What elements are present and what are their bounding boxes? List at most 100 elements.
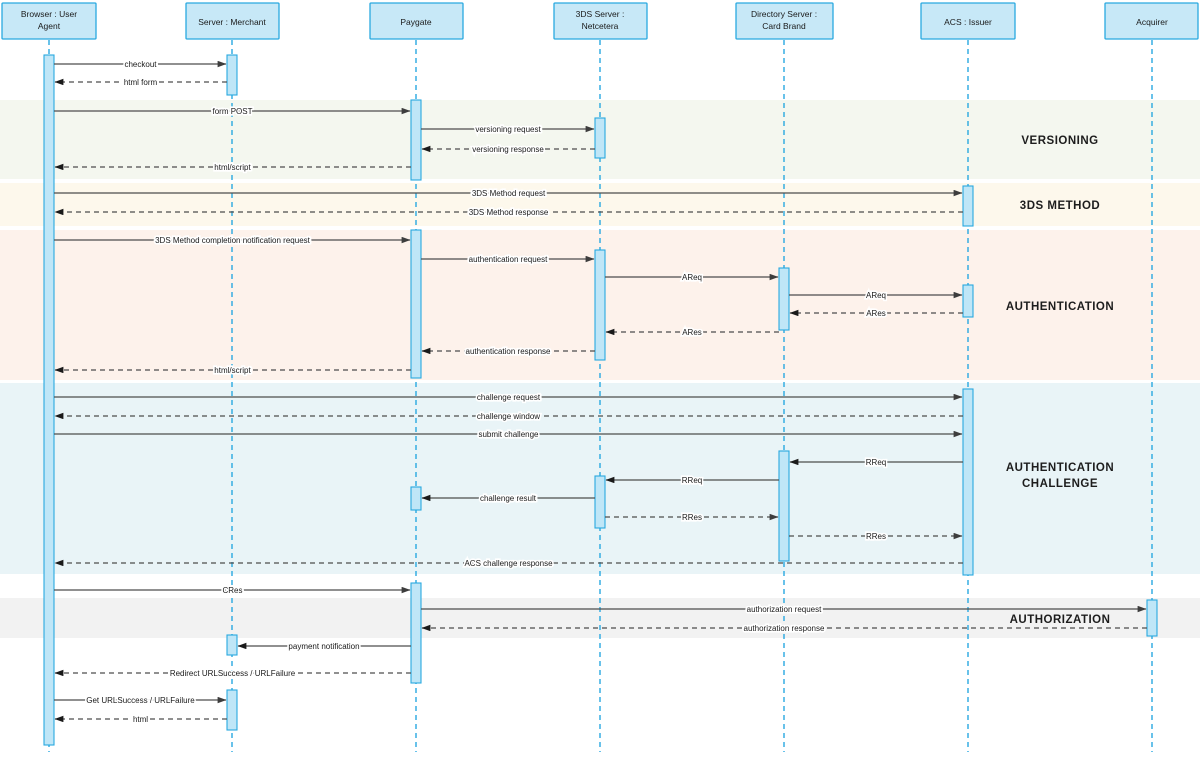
phase-label-challenge: AUTHENTICATION CHALLENGE	[1006, 462, 1114, 490]
message-label: Get URLSuccess / URLFailure	[86, 696, 195, 705]
actor-label: 3DS Server :	[576, 9, 625, 19]
phase-label-text: AUTHENTICATION	[1006, 462, 1114, 474]
activation-bar-merchant	[226, 689, 238, 731]
actor-box-rect[interactable]	[920, 2, 1016, 40]
actor-box-acs[interactable]: ACS : Issuer	[920, 2, 1016, 40]
activation-bar-merchant	[226, 634, 238, 656]
message-label: authorization response	[744, 624, 825, 633]
actor-label: ACS : Issuer	[944, 17, 992, 27]
actor-box-server3ds[interactable]: 3DS Server :Netcetera	[553, 2, 648, 40]
actor-box-dirserver[interactable]: Directory Server :Card Brand	[735, 2, 834, 40]
activation-bar-dirserver	[778, 267, 790, 331]
message-m09: 3DS Method completion notification reque…	[54, 234, 411, 247]
message-label: payment notification	[288, 642, 359, 651]
actor-box-merchant[interactable]: Server : Merchant	[185, 2, 280, 40]
phase-label-text-line2: CHALLENGE	[1022, 478, 1098, 490]
message-label: html form	[124, 78, 158, 87]
message-label-halo: ARes	[682, 328, 702, 337]
message-label-halo: html/script	[214, 366, 251, 375]
activation-bar-acs	[962, 388, 974, 576]
actor-box-rect[interactable]	[553, 2, 648, 40]
message-label: Redirect URLSuccess / URLFailure	[170, 669, 296, 678]
actor-box-rect[interactable]	[369, 2, 464, 40]
actor-box-acquirer[interactable]: Acquirer	[1104, 2, 1199, 40]
message-label: challenge result	[480, 494, 537, 503]
message-label-halo: challenge request	[477, 393, 541, 402]
message-label-halo: RReq	[866, 458, 886, 467]
message-label: authentication response	[466, 347, 552, 356]
message-label-halo: AReq	[682, 273, 702, 282]
actor-box-rect[interactable]	[185, 2, 280, 40]
message-label: ACS challenge response	[464, 559, 553, 568]
actor-box-rect[interactable]	[735, 2, 834, 40]
message-label: ARes	[866, 309, 886, 318]
phase-label-3ds-method: 3DS METHOD	[1020, 200, 1100, 212]
message-label: authentication request	[469, 255, 549, 264]
phase-label-authorization: AUTHORIZATION	[1010, 614, 1110, 626]
activation-bar-dirserver	[778, 450, 790, 562]
message-label-halo: authorization response	[744, 624, 825, 633]
actor-box-rect[interactable]	[1, 2, 97, 40]
activation-bar-server3ds	[594, 117, 606, 159]
message-label: ARes	[682, 328, 702, 337]
message-label: html/script	[214, 366, 251, 375]
message-label-halo: challenge window	[477, 412, 540, 421]
message-label-halo: ACS challenge response	[464, 559, 553, 568]
message-label-halo: payment notification	[288, 642, 359, 651]
phase-label-versioning: VERSIONING	[1021, 135, 1098, 147]
actor-box-rect[interactable]	[1104, 2, 1199, 40]
phase-label-authentication: AUTHENTICATION	[1006, 301, 1114, 313]
message-label: RReq	[682, 476, 702, 485]
message-label-halo: 3DS Method request	[472, 189, 546, 198]
actor-label: Directory Server :	[751, 9, 817, 19]
activation-bar-acs	[962, 284, 974, 318]
message-label-halo: RRes	[866, 532, 886, 541]
message-label-halo: Get URLSuccess / URLFailure	[86, 696, 195, 705]
message-label: CRes	[222, 586, 242, 595]
message-label: challenge window	[477, 412, 540, 421]
message-label: submit challenge	[478, 430, 539, 439]
message-label: AReq	[866, 291, 886, 300]
message-label-halo: versioning request	[475, 125, 541, 134]
message-label-halo: challenge result	[480, 494, 537, 503]
message-label-halo: authentication response	[466, 347, 552, 356]
message-label-halo: authentication request	[469, 255, 549, 264]
message-label-halo: CRes	[222, 586, 242, 595]
activation-bar-merchant	[226, 54, 238, 96]
actor-box-paygate[interactable]: Paygate	[369, 2, 464, 40]
activation-bar-paygate	[410, 582, 422, 684]
message-label: RReq	[866, 458, 886, 467]
message-label: RRes	[682, 513, 702, 522]
activation-bar-acquirer	[1146, 599, 1158, 637]
actor-label: Browser : User	[21, 9, 77, 19]
message-label-halo: html	[133, 715, 148, 724]
activation-bar-paygate	[410, 99, 422, 181]
message-label-halo: Redirect URLSuccess / URLFailure	[170, 669, 296, 678]
message-label: form POST	[212, 107, 252, 116]
phase-label-text: 3DS METHOD	[1020, 200, 1100, 212]
